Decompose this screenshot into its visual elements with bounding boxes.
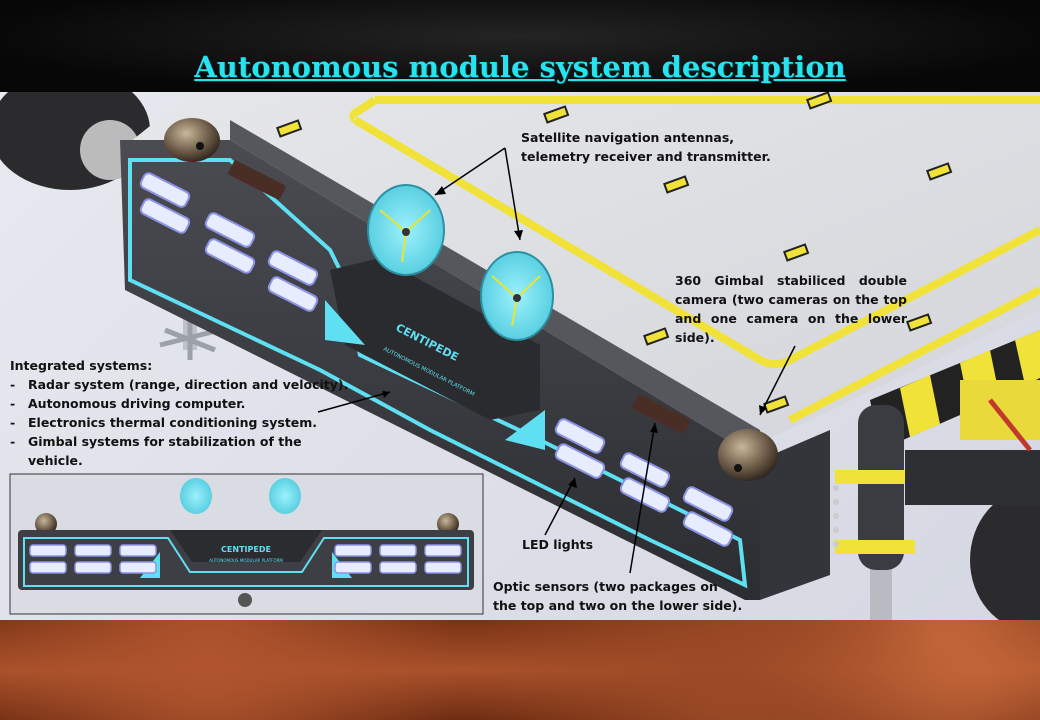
page-title: Autonomous module system description [194, 50, 846, 84]
label-led-lights: LED lights [522, 537, 594, 552]
integrated-item: -Radar system (range, direction and velo… [10, 377, 349, 392]
label-optic-sensors: Optic sensors (two packages on the top a… [493, 579, 743, 613]
module-illustration: CENTIPEDE AUTONOMOUS MODULAR PLATFORM [0, 92, 1040, 620]
inset-brand-subtitle: AUTONOMOUS MODULAR PLATFORM [209, 558, 283, 563]
satellite-dish-1 [367, 184, 445, 276]
led-lights-left [139, 172, 319, 312]
gimbal-camera-dome-right [718, 429, 778, 481]
label-integrated-systems: Integrated systems: -Radar system (range… [10, 356, 350, 470]
integrated-item: -Autonomous driving computer. [10, 396, 246, 411]
module-render: CENTIPEDE AUTONOMOUS MODULAR PLATFORM [0, 92, 1040, 620]
module-front [760, 430, 830, 600]
callout-arrowheads [382, 186, 767, 488]
label-satellite-line-2: telemetry receiver and transmitter. [521, 149, 771, 164]
optic-sensor-top-right [632, 394, 690, 434]
central-housing [330, 258, 540, 420]
deck-yellow-outline [349, 96, 1040, 368]
integrated-item: -Gimbal systems for stabilization of the… [10, 434, 302, 468]
cyan-trim [128, 158, 748, 589]
wheel-front-right [970, 490, 1040, 620]
cyan-triangle-right [505, 410, 545, 450]
integrated-heading: Integrated systems: [10, 358, 153, 373]
mars-surface-band [0, 620, 1040, 720]
gimbal-camera-dome-left [164, 118, 220, 162]
deck-yellow-edge [788, 286, 1040, 424]
label-satellite-line-1: Satellite navigation antennas, [521, 130, 735, 145]
deck-surface [120, 92, 1040, 460]
front-view-inset: CENTIPEDE AUTONOMOUS MODULAR PLATFORM [9, 473, 484, 615]
label-gimbal-camera: 360 Gimbal stabiliced double camera (two… [675, 273, 907, 345]
top-banner [0, 0, 1040, 92]
callout-lines [317, 147, 796, 574]
satellite-dish-2 [480, 251, 554, 341]
deck-markers [276, 92, 953, 414]
inset-brand-text: CENTIPEDE [221, 545, 271, 554]
optic-sensor-top-left [228, 160, 286, 200]
led-lights-right [554, 418, 734, 547]
front-hinge-assembly [833, 380, 1040, 570]
cyan-triangle-left [325, 300, 365, 345]
integrated-item: -Electronics thermal conditioning system… [10, 415, 318, 430]
label-satellite-antennas: Satellite navigation antennas, telemetry… [521, 128, 821, 166]
